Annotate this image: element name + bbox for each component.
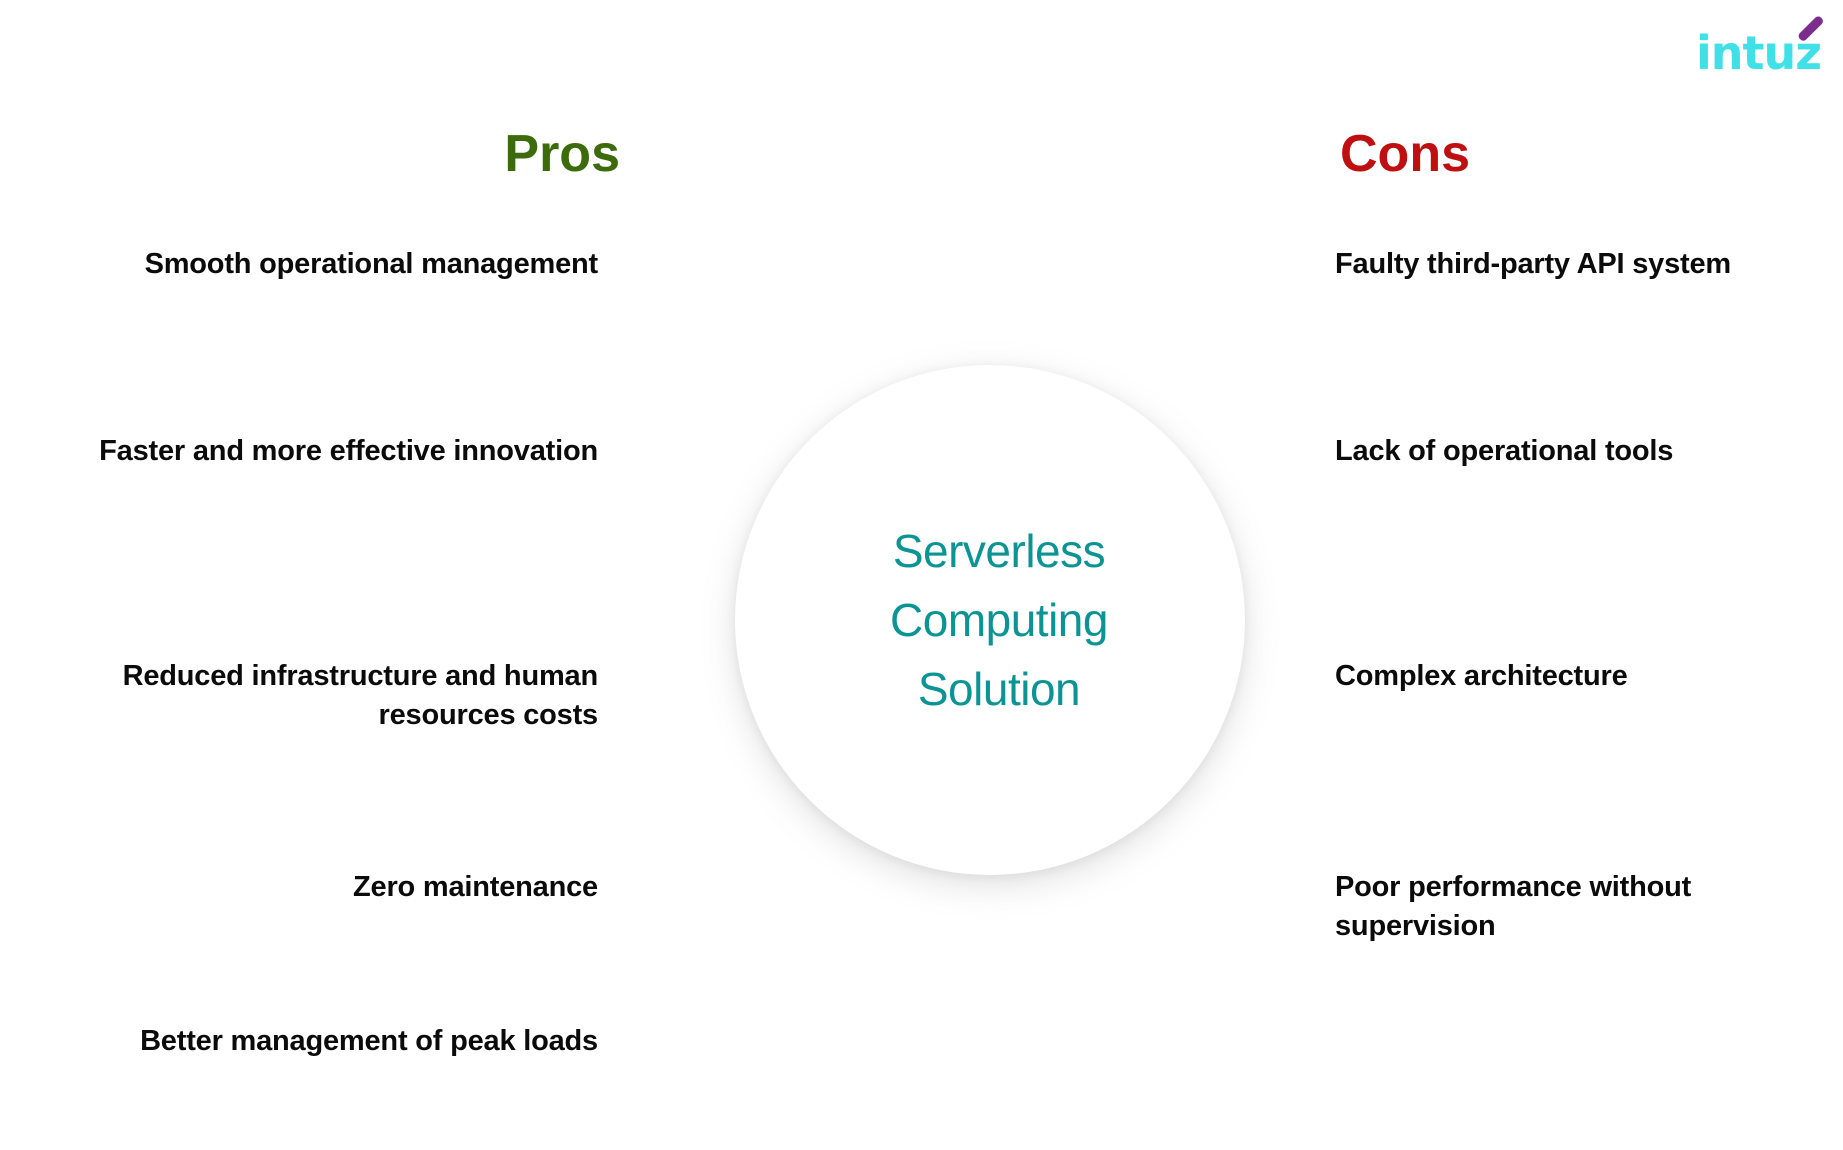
pros-item: Smooth operational management (144, 248, 599, 280)
logo-wordmark: intu (1695, 26, 1796, 80)
cons-item: Poor performance without supervision (1335, 871, 1692, 943)
center-topic-circle: Serverless Computing Solution (735, 365, 1245, 875)
center-topic-line: Solution (917, 662, 1081, 715)
cons-heading: Cons (1340, 125, 1470, 183)
intuz-logo: intuz (1696, 26, 1822, 80)
pros-item: Zero maintenance (353, 871, 598, 903)
cons-item: Faulty third-party API system (1335, 248, 1731, 280)
logo-z-letter: z (1795, 26, 1822, 80)
pros-item: Better management of peak loads (140, 1025, 598, 1057)
cons-item: Lack of operational tools (1335, 435, 1674, 467)
center-topic-text: Serverless Computing Solution (872, 517, 1108, 724)
pros-item: Reduced infrastructure and human resourc… (122, 660, 599, 732)
pros-item: Faster and more effective innovation (99, 435, 598, 467)
cons-item: Complex architecture (1335, 660, 1628, 692)
center-topic-line: Serverless (892, 524, 1106, 577)
pros-heading: Pros (504, 125, 620, 183)
center-topic-line: Computing (890, 593, 1108, 646)
